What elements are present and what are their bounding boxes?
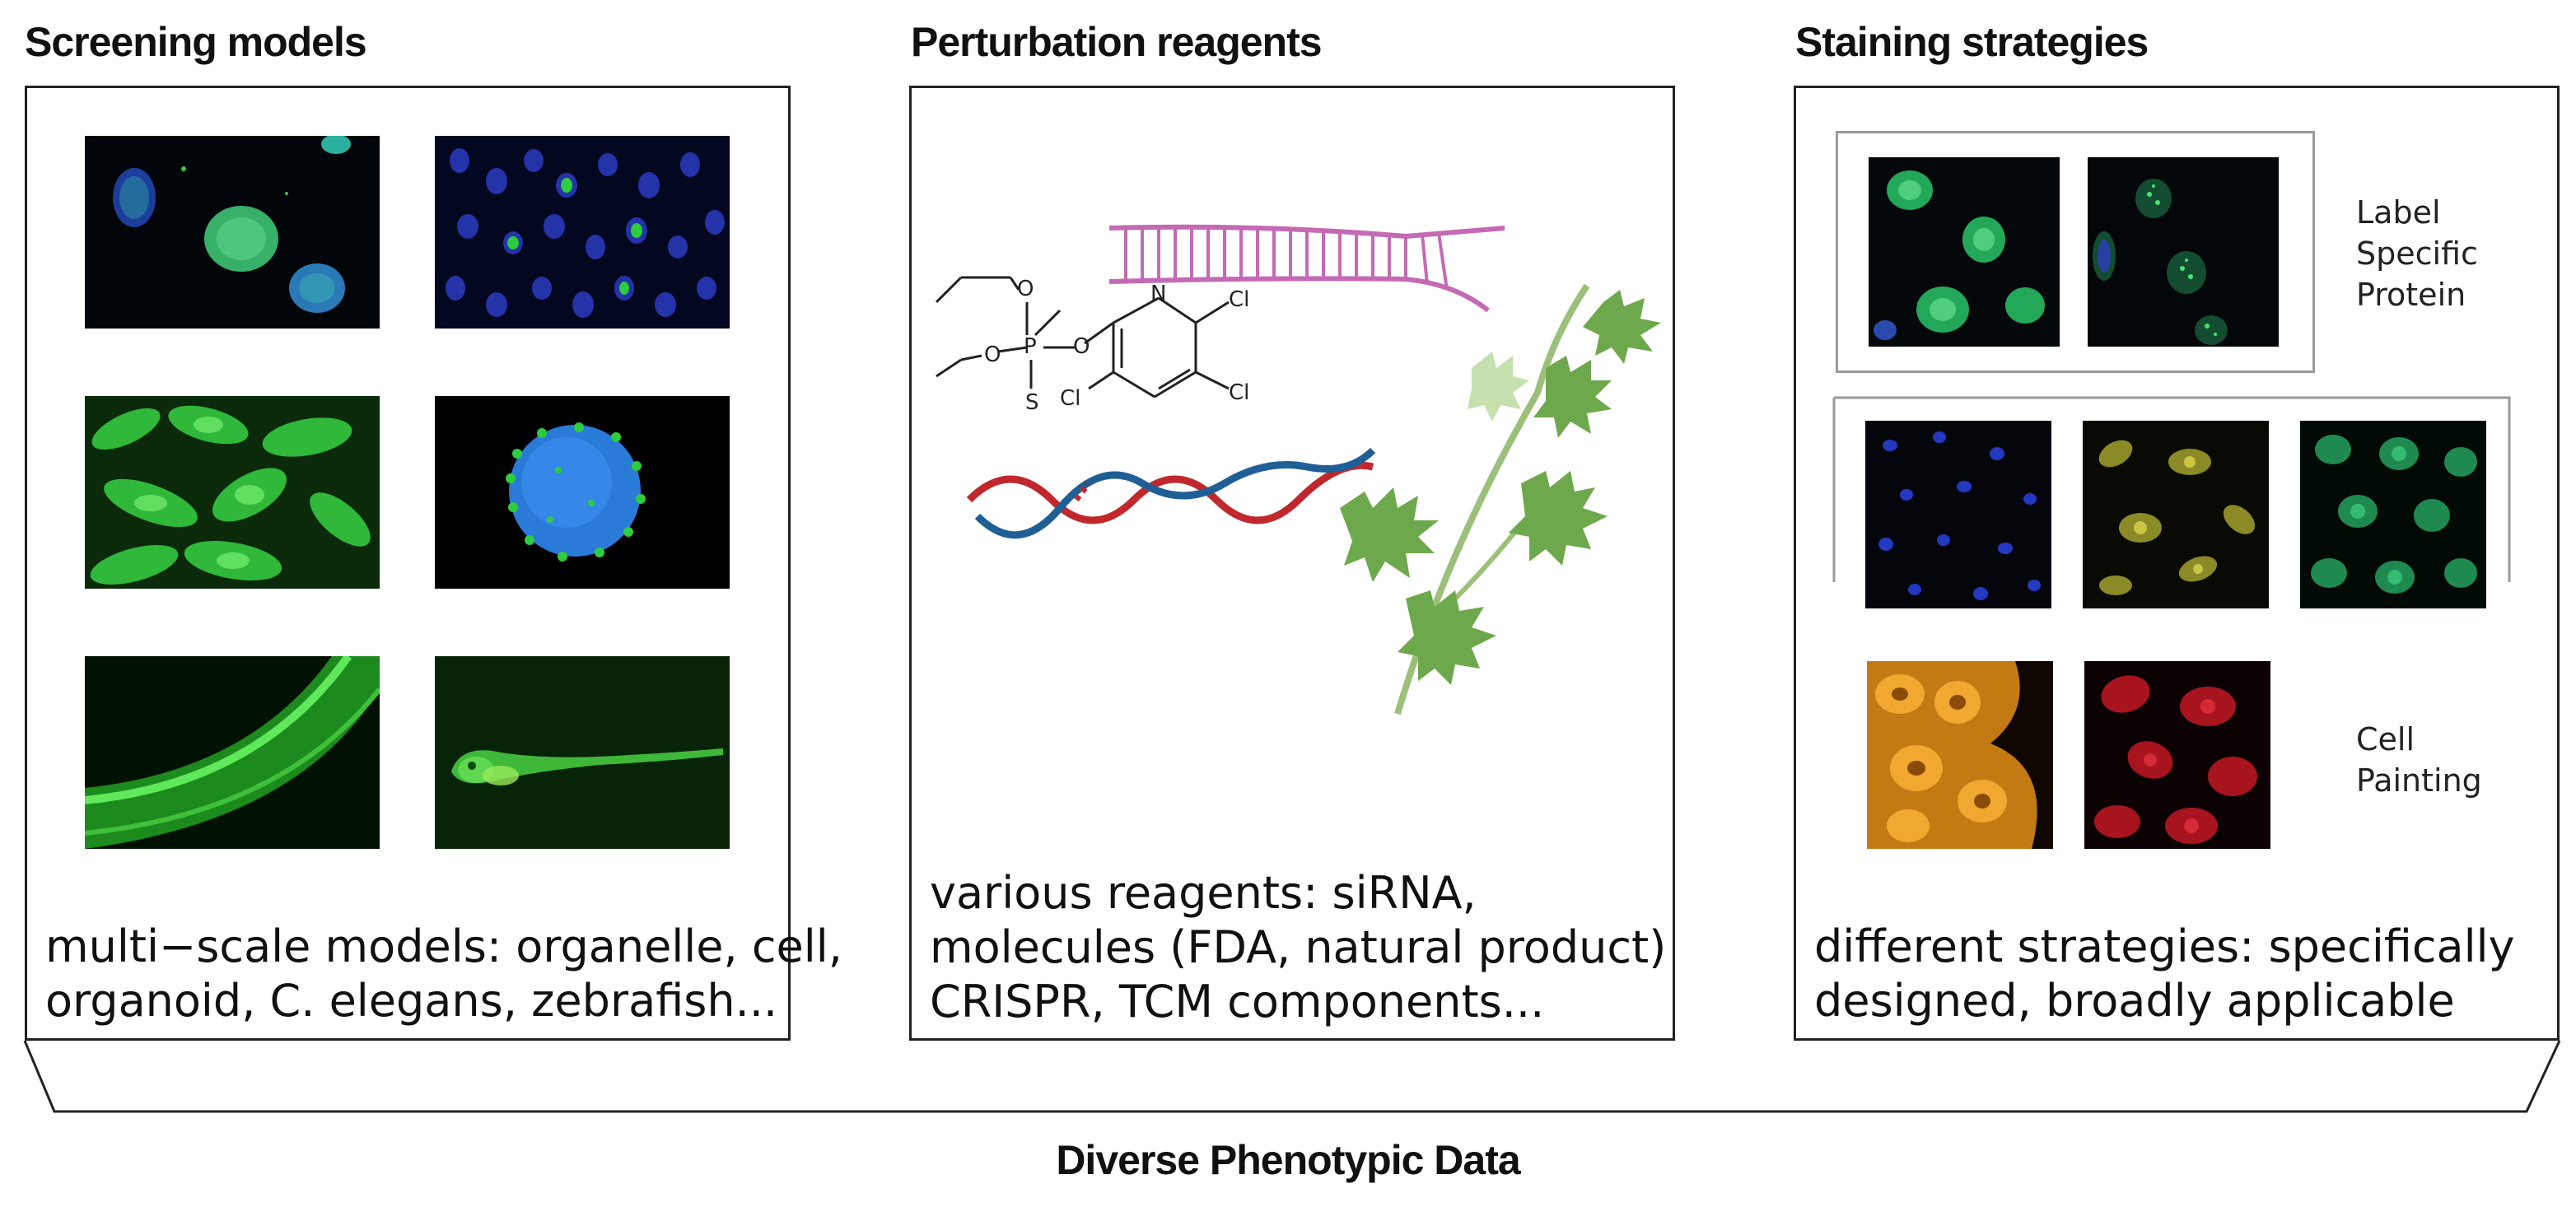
organelle-image bbox=[85, 136, 380, 329]
screening-caption-line1: multi−scale models: organelle, cell, bbox=[45, 920, 842, 972]
perturbation-caption-line1: various reagents: siRNA, bbox=[930, 867, 1477, 919]
cell-painting-dna-image bbox=[1865, 421, 2051, 608]
staining-strategies-panel: Label Specific Protein bbox=[1794, 86, 2560, 1041]
label-line-2: Specific bbox=[2356, 235, 2478, 272]
atom-s: S bbox=[1025, 390, 1039, 415]
atom-p: P bbox=[1024, 334, 1037, 359]
cell-painting-group-outline bbox=[1832, 396, 2511, 582]
gfp-cells-image bbox=[85, 396, 380, 589]
diverse-phenotypic-data-title: Diverse Phenotypic Data bbox=[1056, 1137, 1520, 1183]
atom-cl2: Cl bbox=[1229, 380, 1249, 405]
atom-o2: O bbox=[984, 343, 1001, 367]
reagents-illustration: O O O P S N Cl Cl Cl bbox=[935, 224, 1661, 715]
label-protein-image-2 bbox=[2088, 157, 2279, 347]
cell-painting-er-image bbox=[2083, 421, 2269, 608]
atom-o3: O bbox=[1073, 334, 1090, 359]
cell-painting-rna-image bbox=[2300, 421, 2486, 608]
staining-caption-line1: different strategies: specifically bbox=[1814, 920, 2515, 972]
organoid-image bbox=[435, 396, 730, 589]
perturbation-reagents-title: Perturbation reagents bbox=[911, 19, 1323, 65]
cell-painting-line-2: Painting bbox=[2356, 762, 2482, 799]
label-line-1: Label bbox=[2356, 194, 2441, 231]
dna-helix-icon bbox=[966, 447, 1376, 539]
label-protein-image-1 bbox=[1869, 157, 2060, 347]
staining-strategies-title: Staining strategies bbox=[1795, 19, 2149, 65]
cell-nuclei-image bbox=[435, 136, 730, 329]
screening-models-title: Screening models bbox=[25, 19, 367, 65]
atom-n: N bbox=[1150, 282, 1166, 306]
staining-caption-line2: designed, broadly applicable bbox=[1814, 975, 2455, 1027]
atom-cl3: Cl bbox=[1060, 386, 1080, 411]
molecule-icon bbox=[935, 276, 1230, 398]
label-specific-protein-text: Label Specific Protein bbox=[2356, 192, 2478, 315]
plant-icon bbox=[1340, 283, 1661, 715]
cell-painting-mito-image bbox=[1867, 661, 2053, 849]
zebrafish-image bbox=[435, 656, 730, 849]
cell-painting-actin-image bbox=[2084, 661, 2270, 849]
perturbation-reagents-panel: O O O P S N Cl Cl Cl bbox=[909, 86, 1675, 1041]
bottom-bracket bbox=[23, 1040, 2561, 1113]
label-line-3: Protein bbox=[2356, 277, 2466, 313]
perturbation-caption-line3: CRISPR, TCM components... bbox=[930, 976, 1545, 1028]
atom-cl1: Cl bbox=[1229, 287, 1249, 312]
screening-caption-line2: organoid, C. elegans, zebrafish... bbox=[45, 975, 778, 1027]
cell-painting-text: Cell Painting bbox=[2356, 719, 2482, 801]
perturbation-caption-line2: molecules (FDA, natural product) bbox=[930, 921, 1667, 973]
label-specific-group bbox=[1836, 131, 2315, 373]
cell-painting-line-1: Cell bbox=[2356, 721, 2415, 757]
atom-o1: O bbox=[1017, 277, 1034, 301]
c-elegans-image bbox=[85, 656, 380, 849]
screening-models-panel: multi−scale models: organelle, cell, org… bbox=[25, 86, 842, 1041]
sirna-icon bbox=[1108, 224, 1505, 313]
